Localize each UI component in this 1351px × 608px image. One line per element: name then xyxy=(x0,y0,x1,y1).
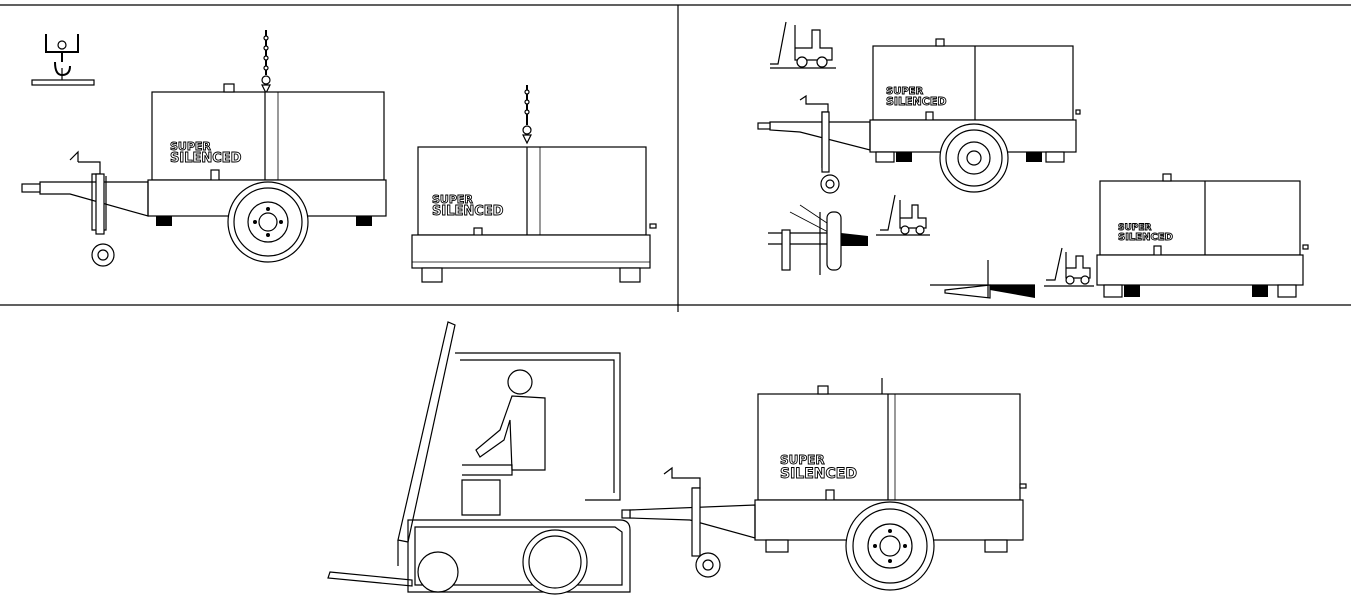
operator-figure xyxy=(475,369,546,471)
trailer-generator-crane: SUPER SILENCED xyxy=(21,30,387,267)
forklift-icon xyxy=(876,194,930,236)
lifting-chain xyxy=(261,30,271,95)
trailer-generator-forklift: SUPER SILENCED xyxy=(757,38,1081,194)
forklift-icon xyxy=(770,21,836,69)
brand-label-line1: SUPER xyxy=(432,193,473,206)
panel-forklift-lifting: SUPER SILENCED xyxy=(757,21,1309,299)
skid-generator-crane: SUPER SILENCED xyxy=(411,85,657,283)
trailer-generator-towed: SUPER SILENCED xyxy=(621,378,1027,591)
brand-label-line2: SILENCED xyxy=(1118,232,1173,243)
ramp-detail xyxy=(930,260,1035,299)
panel-forklift-towing: SUPER SILENCED xyxy=(327,321,1027,595)
fork-detail xyxy=(768,204,868,275)
brand-label-line1: SUPER xyxy=(170,140,211,153)
panel-crane-lifting: SUPER SILENCED xyxy=(21,30,657,283)
forklift-icon xyxy=(1044,247,1094,287)
forklift-icon xyxy=(327,321,631,595)
skid-generator-forklift: SUPER SILENCED xyxy=(1096,173,1309,298)
brand-label-line2: SILENCED xyxy=(170,151,242,166)
brand-label-line2: SILENCED xyxy=(432,204,504,219)
brand-label-line1: SUPER xyxy=(886,86,923,97)
panel-dividers xyxy=(0,4,1351,312)
brand-label-line2: SILENCED xyxy=(780,466,857,482)
brand-label-line2: SILENCED xyxy=(886,95,946,108)
brand-label-line1: SUPER xyxy=(780,453,825,467)
lifting-chain xyxy=(522,85,532,145)
crane-hook-icon xyxy=(31,34,95,86)
brand-label-line1: SUPER xyxy=(1118,223,1152,233)
